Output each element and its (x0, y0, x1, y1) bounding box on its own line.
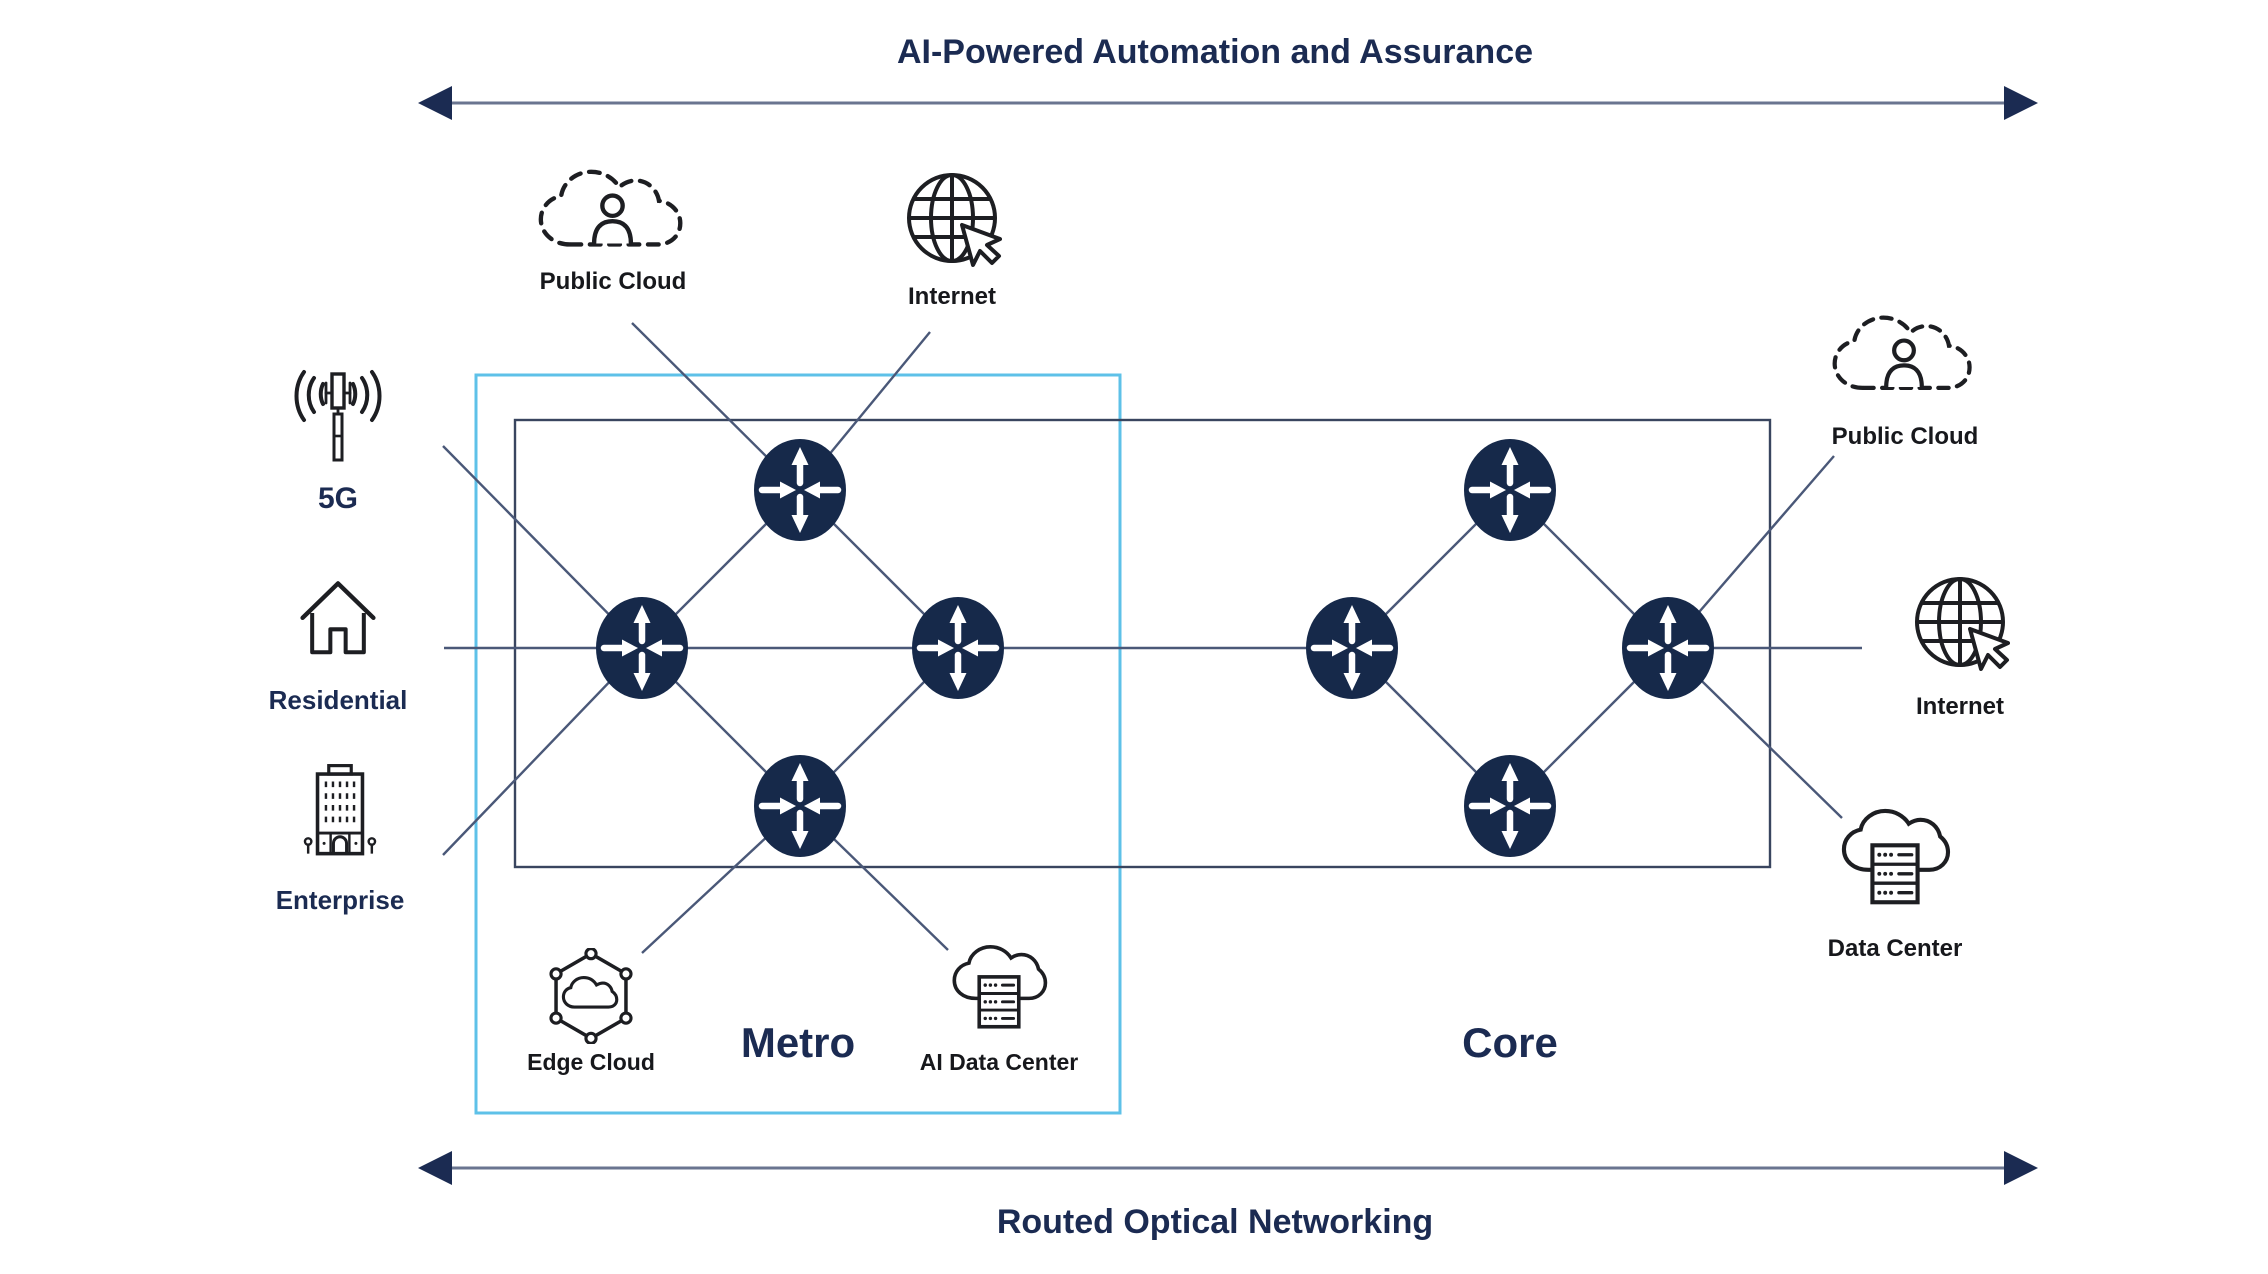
metro-router-left (596, 597, 688, 699)
residential-label: Residential (268, 685, 408, 715)
edge-cloud-label: Edge Cloud (527, 1049, 655, 1075)
arrowhead-right (2004, 1151, 2038, 1185)
metro-router-right (912, 597, 1004, 699)
house-icon (290, 570, 386, 658)
core-router-bottom (1464, 755, 1556, 857)
cell-tower-icon (286, 366, 390, 466)
internet-globe-top-icon (902, 168, 1002, 268)
five-g-label: 5G (317, 482, 359, 515)
edge-cloud-icon (545, 948, 637, 1044)
public-cloud-right-icon (1829, 312, 1979, 401)
core-router-right (1622, 597, 1714, 699)
top-banner-title: AI-Powered Automation and Assurance (896, 33, 1534, 71)
core-router-left (1306, 597, 1398, 699)
data-center-label: Data Center (1827, 935, 1963, 962)
bottom-banner-title: Routed Optical Networking (996, 1203, 1434, 1241)
internet-right-label: Internet (1915, 693, 2005, 720)
enterprise-label: Enterprise (275, 885, 405, 915)
ai-data-center-icon (950, 944, 1048, 1039)
metro-router-top (754, 439, 846, 541)
internet-top-label: Internet (907, 283, 997, 310)
arrowhead-left (418, 86, 452, 120)
public-cloud-top-icon (535, 166, 690, 258)
top-assurance-arrow (418, 86, 2038, 120)
metro-router-bottom (754, 755, 846, 857)
core-router-top (1464, 439, 1556, 541)
metro-zone-box (474, 373, 1122, 1115)
ai-data-center-label: AI Data Center (919, 1049, 1079, 1075)
public-cloud-top-label: Public Cloud (539, 268, 687, 295)
internet-globe-right-icon (1910, 572, 2010, 672)
metro-zone-label: Metro (740, 1019, 856, 1066)
arrowhead-left (418, 1151, 452, 1185)
arrowhead-right (2004, 86, 2038, 120)
data-center-icon (1839, 808, 1951, 916)
office-building-icon (295, 760, 385, 863)
bottom-ron-arrow (418, 1151, 2038, 1185)
public-cloud-right-label: Public Cloud (1831, 423, 1979, 450)
core-zone-label: Core (1462, 1019, 1558, 1066)
backbone-box (513, 418, 1772, 869)
